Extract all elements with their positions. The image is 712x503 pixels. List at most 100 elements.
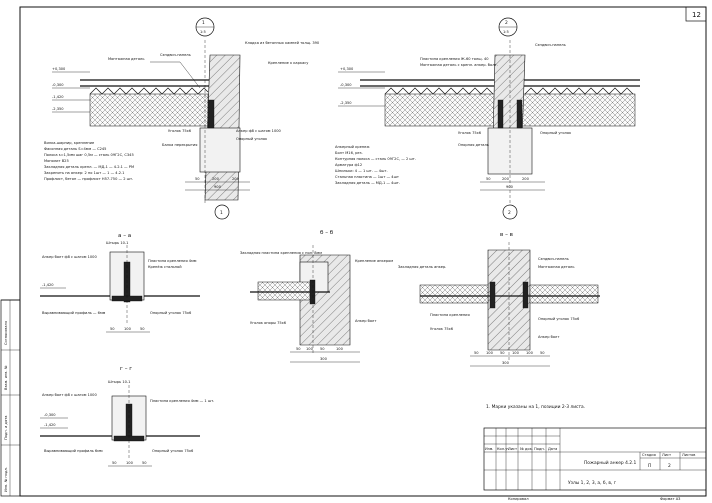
node-a-title: а – а: [118, 233, 131, 239]
node-1-callout-2: Сэндвич-панель: [160, 53, 191, 57]
node-a-callout-1: Штырь 10-1: [106, 241, 128, 245]
general-note: 1. Марки указаны на 1, позиции 2-3 листа…: [486, 404, 585, 410]
node-v-dim-1: 50: [474, 351, 479, 355]
title-col-sheetno: Лист: [662, 453, 671, 457]
title-sheet-no: 2: [668, 463, 671, 469]
node-1-bottom-label: 1: [220, 210, 223, 216]
node-v-callout-2: Сэндвич-панель: [538, 257, 569, 261]
node-2-level-1: +0,300: [340, 67, 354, 71]
node-2-angle-right: [516, 99, 523, 129]
node-v-angle-left: [489, 281, 496, 309]
title-col-qty: Кол.уч: [497, 447, 509, 451]
node-1-dim-3: 200: [232, 177, 240, 181]
node-g-callout-1: Штырь 10-1: [108, 380, 130, 384]
node-2-dim-1: 50: [486, 177, 491, 181]
title-col-date: Дата: [548, 447, 557, 451]
side-stamp: [0, 299, 21, 497]
node-2-callout-3: Монтажная деталь с крепл. анкер. болт.: [420, 63, 498, 67]
node-1-level-3: -1,420: [52, 95, 64, 99]
node-2-spec-6: Стальная пластина — 1шт — 4шт: [335, 175, 399, 179]
node-2-callout-6: Опорная деталь: [458, 143, 489, 147]
node-2-spec-4: Арматура ф12: [335, 163, 362, 167]
title-copied: Копировал: [508, 497, 529, 501]
node-1-callout-8: Опорный уголок: [236, 137, 268, 141]
title-sheet-title: Пожарный анкер 4.2.1: [584, 459, 636, 466]
sheet-number: 12: [692, 11, 701, 19]
node-v-callout-1: Закладная деталь анкер.: [398, 265, 446, 269]
node-2-bottom-circle: [502, 204, 518, 220]
node-1-ref: 1:5: [200, 30, 206, 34]
node-2-bottom-label: 2: [508, 210, 511, 216]
side-stamp-inv: Инв. № подл.: [4, 467, 8, 492]
node-g-dim-1: 50: [112, 461, 117, 465]
node-g-title: г – г: [120, 366, 132, 372]
node-2-angle-left: [497, 99, 504, 129]
node-g-dim-3: 50: [142, 461, 147, 465]
node-1-callout-4: Крепление к каркасу: [268, 61, 309, 65]
node-1-spec-6: Закрепить на анкер: 2 по 1шт — 1 — 4.2.1: [44, 171, 124, 175]
node-1-spec-2: Фасонная деталь S=4мм — С245: [44, 147, 106, 151]
node-a-callout-4: Крепёж стальной: [148, 265, 182, 269]
node-1-beam: [199, 127, 241, 173]
node-v-dim-7: 50: [540, 351, 545, 355]
node-1-callout-6: Балка перекрытия: [162, 143, 197, 147]
node-v-insulation-left: [419, 284, 489, 304]
node-g-level-1: -0,300: [44, 413, 56, 417]
node-2-dim-2: 200: [502, 177, 510, 181]
node-a-dim-1: 50: [110, 327, 115, 331]
node-2-callout-4: Уголок 75х6: [458, 131, 482, 135]
title-stage: П: [648, 463, 651, 469]
node-b-angle: [309, 279, 316, 305]
node-v-callout-3: Монтажная деталь: [538, 265, 574, 269]
node-v-dim-5: 300: [502, 361, 510, 365]
node-2-spec-1: Анкерный крепеж: [335, 145, 370, 149]
node-v-insulation-right: [529, 284, 599, 304]
node-v-dim-3: 50: [500, 351, 505, 355]
node-1-spec-4: Монолит В25: [44, 159, 69, 163]
title-col-sheets: Листов: [682, 453, 695, 457]
node-1-spec-5: Закладная деталь крепл. — МД-1 — 4.2.1 —…: [44, 165, 134, 169]
node-b-dim-1: 50: [296, 347, 301, 351]
node-2-spec-2: Болт М16, рез.: [335, 151, 363, 155]
title-col-sign: Подп.: [534, 447, 545, 451]
node-b-callout-1: Закладная пластина крепления с пол. 8мм: [240, 251, 322, 255]
node-g-dim-2: 100: [126, 461, 134, 465]
title-block: Изм. Кол.уч Лист № док. Подп. Дата Пожар…: [483, 427, 707, 501]
node-1-spec-7: Профлист, бетон — профлист Н57-750 — 2 ш…: [44, 177, 133, 181]
node-2-dim-4: 900: [506, 185, 514, 189]
node-1-level-2: -0,300: [52, 83, 64, 87]
node-v-callout-6: Опорный уголок 75х6: [538, 317, 580, 321]
node-1-callout-3: Кладка из бетонных камней толщ. 390: [245, 41, 320, 45]
node-a-callout-6: Опорный уголок 75х6: [150, 311, 192, 315]
node-1-number: 1: [202, 20, 205, 26]
node-v-dim-2: 100: [486, 351, 494, 355]
node-1-spec-3: Полоса s=1,5мм шаг 0,5м — сталь 09Г2С, С…: [44, 153, 134, 157]
node-g-callout-3: Пластина крепления 4мм — 1 шт.: [150, 399, 214, 403]
node-2-ref: 1:5: [503, 30, 509, 34]
title-col-sheet: Лист: [508, 447, 517, 451]
node-2-spec-7: Закладная деталь — МД-1 — 4шт.: [335, 181, 400, 185]
node-1-angle: [207, 99, 215, 129]
node-b-dim-4: 100: [336, 347, 344, 351]
node-v-callout-7: Анкер болт: [538, 335, 559, 339]
node-2-spec-3: Контурная полоса — сталь 09Г2С, — 2 шт.: [335, 157, 416, 161]
node-b-dim-2: 100: [306, 347, 314, 351]
side-stamp-agreed: Согласовано: [4, 321, 8, 345]
node-1-dim-2: 200: [212, 177, 220, 181]
sheet-number-box: [685, 6, 707, 22]
node-2-detail: 2 1:5 +0,300 -0,300 -2,350 Сэндвич-панел…: [335, 17, 640, 220]
node-1-bottom-circle: [214, 204, 230, 220]
node-1-level-1: +0,300: [52, 67, 66, 71]
node-b-callout-2: Крепление анкером: [355, 259, 393, 263]
node-1-detail: 1 1:5 +0,300 -0,300 -1,420 -2,350 Монтаж…: [44, 17, 320, 220]
node-a-callout-2: Анкер болт ф8 с шагом 1000: [42, 255, 97, 259]
node-a-level: -1,420: [42, 283, 54, 287]
node-b-dim-3: 50: [320, 347, 325, 351]
node-1-level-4: -2,350: [52, 107, 64, 111]
node-b-callout-3: Уголок опоры 75х6: [250, 321, 287, 325]
node-1-callout-7: Уголок 75х6: [168, 129, 192, 133]
node-v-callout-4: Пластина крепления: [430, 313, 470, 317]
title-col-change: Изм.: [485, 447, 493, 451]
node-a-callout-3: Пластина крепления 4мм: [148, 259, 197, 263]
